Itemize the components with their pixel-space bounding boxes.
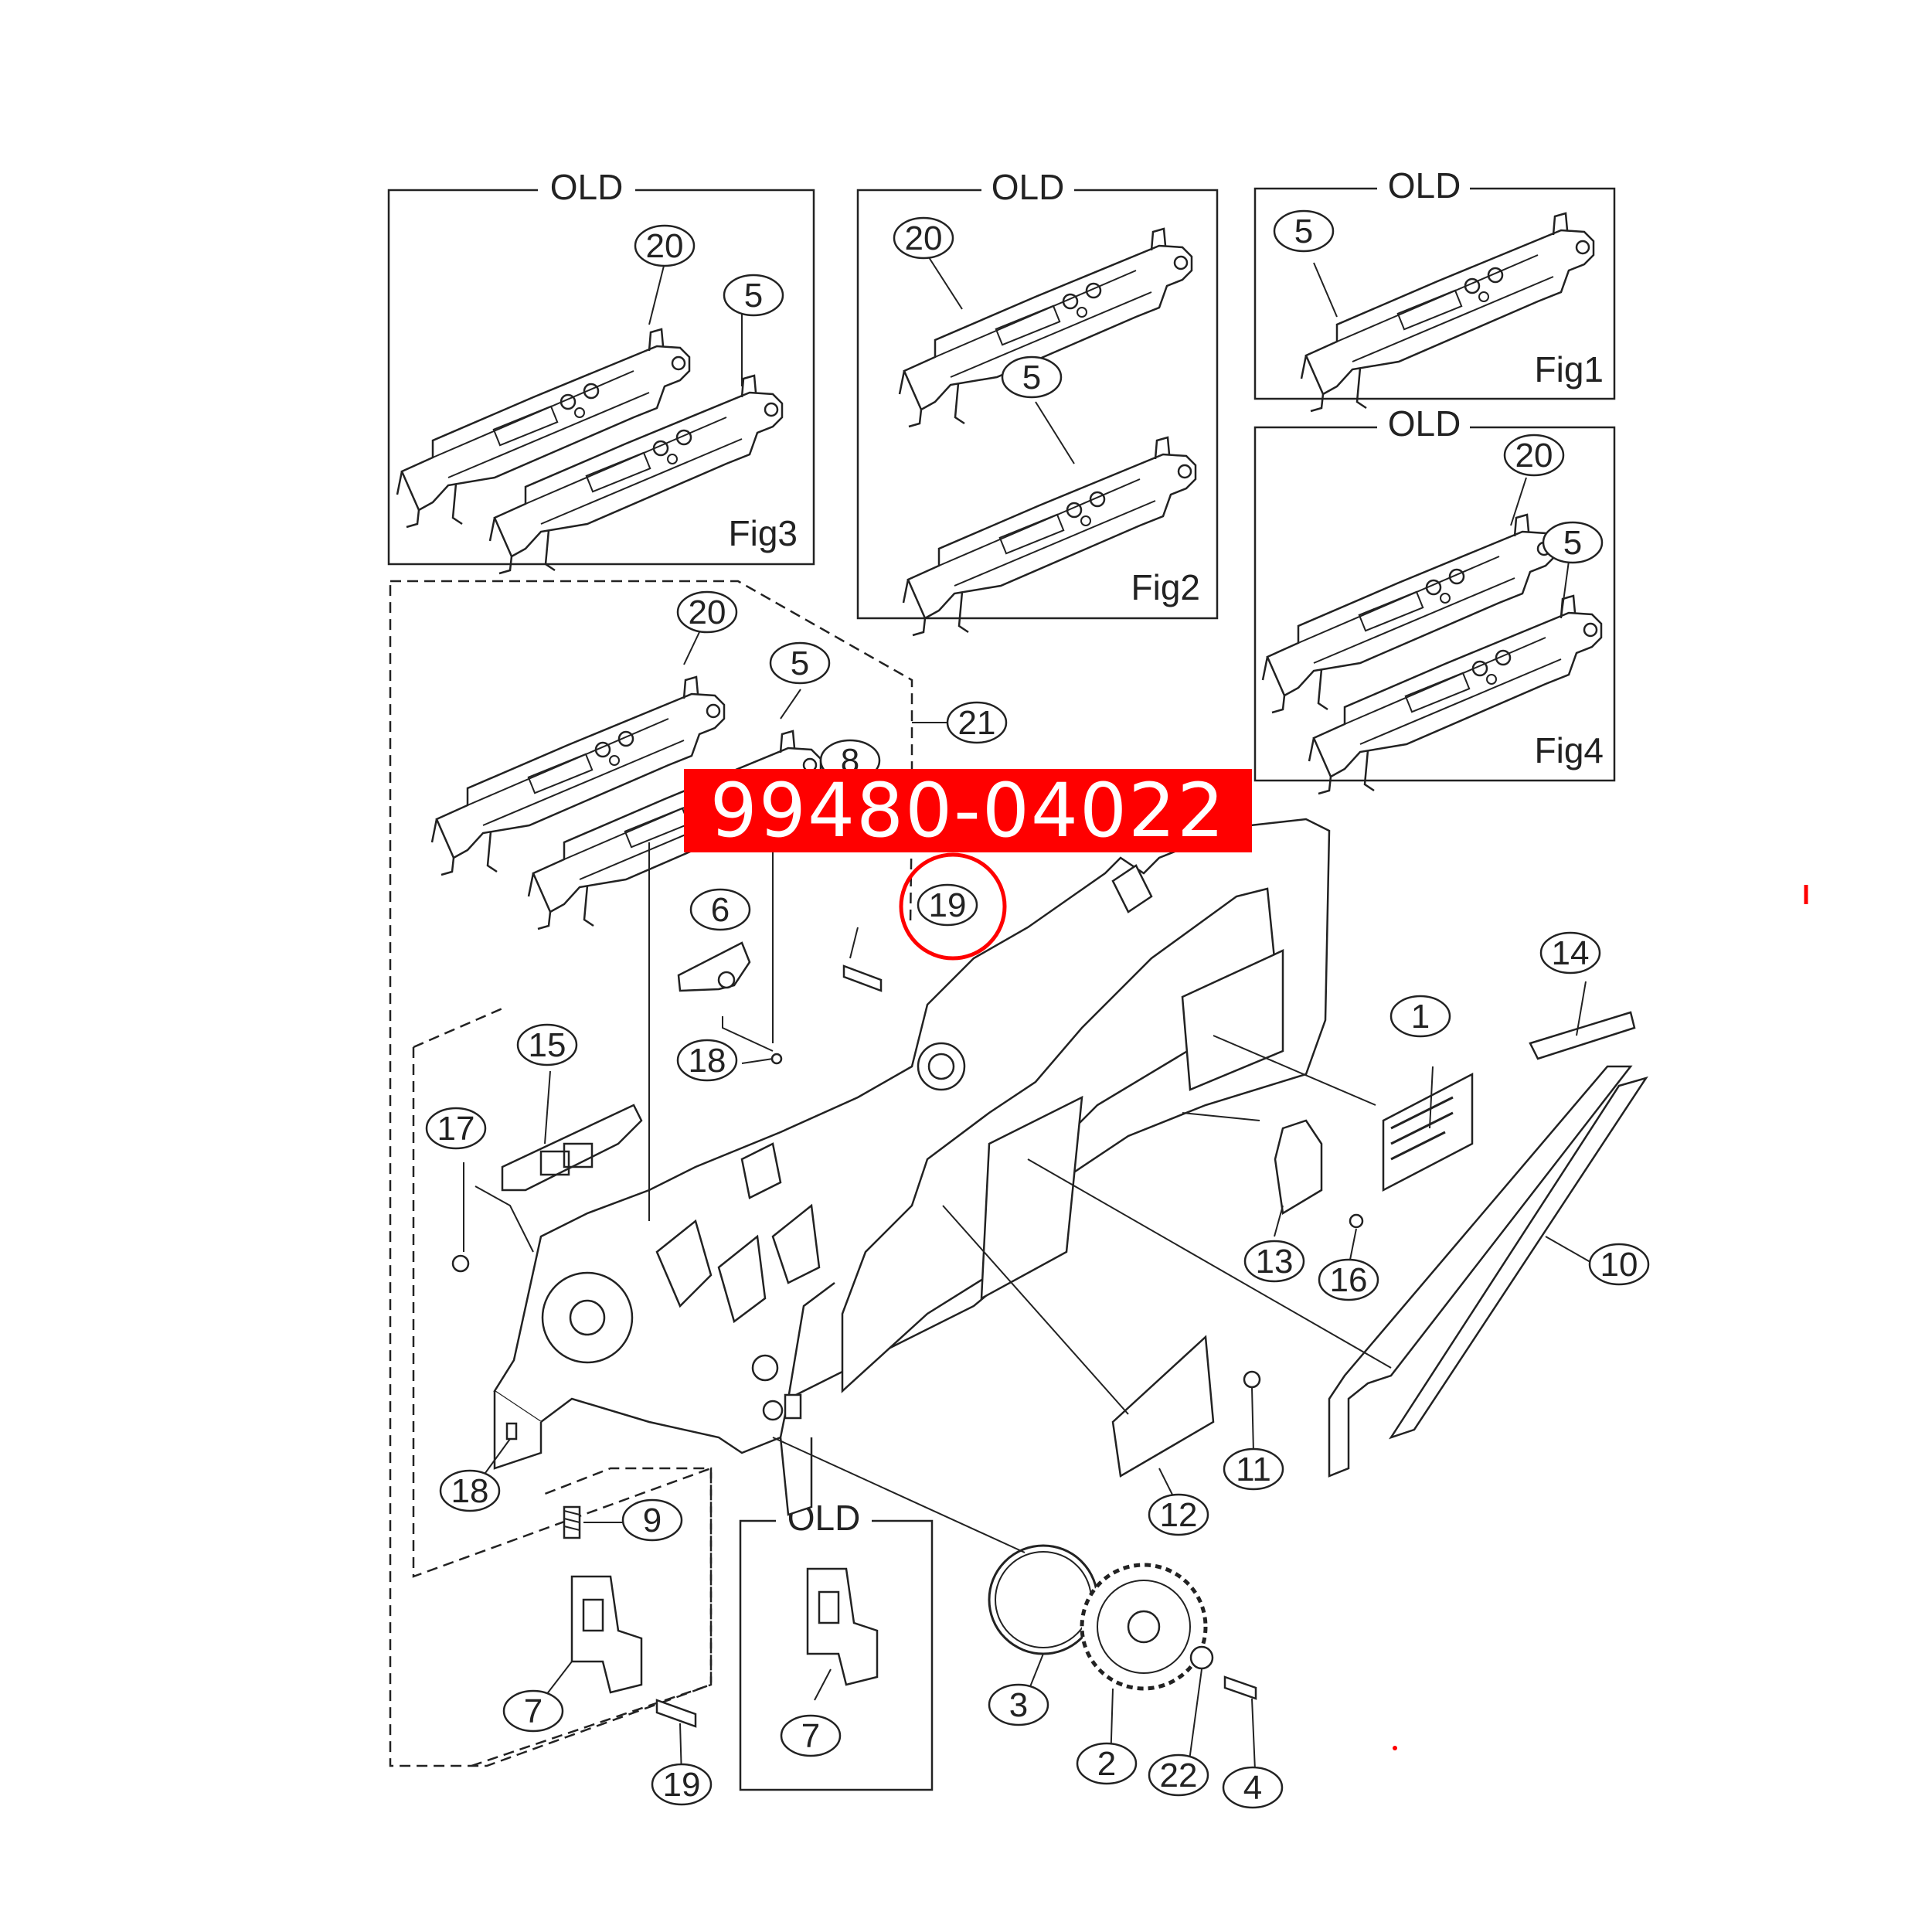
callout-20-kit: 20 [689, 594, 726, 631]
part-11-screw [1243, 1370, 1261, 1389]
callout-17: 17 [437, 1110, 475, 1148]
part-7-bracket-old [806, 1567, 879, 1686]
part-13-bracket [1274, 1119, 1323, 1216]
callout-5-fig2: 5 [1022, 359, 1041, 396]
part-19-pin-top [842, 964, 883, 992]
part-15-plate [501, 1104, 643, 1192]
part-18-setscrew-top [770, 1053, 783, 1065]
callout-18-top: 18 [689, 1042, 726, 1080]
callout-19-bottom: 19 [663, 1766, 701, 1804]
callout-11: 11 [1236, 1451, 1271, 1488]
callout-9: 9 [643, 1502, 662, 1539]
part-10-side-rail [1328, 1065, 1633, 1478]
callout-5-fig1: 5 [1294, 213, 1313, 250]
old-label-fig1: OLD [1388, 165, 1461, 206]
callout-4: 4 [1243, 1769, 1262, 1807]
fig4-label: Fig4 [1535, 730, 1604, 770]
part-12-cover [1111, 1335, 1215, 1478]
part-14-plate [1529, 1011, 1636, 1060]
callout-13: 13 [1256, 1243, 1294, 1281]
old-label-fig3: OLD [550, 167, 624, 207]
callout-5-fig4: 5 [1563, 524, 1582, 562]
callout-14: 14 [1552, 934, 1590, 972]
old-label-fig2: OLD [992, 167, 1065, 207]
part-number-banner: 99480-04022 [684, 769, 1252, 852]
feeder-body [493, 818, 1331, 1516]
callout-19-highlighted: 19 [929, 886, 967, 924]
callout-3: 3 [1009, 1686, 1028, 1724]
old-label-fig4: OLD [1388, 403, 1461, 444]
callout-12: 12 [1160, 1496, 1198, 1534]
callout-5-fig3: 5 [744, 277, 763, 315]
fig3-label: Fig3 [729, 513, 798, 553]
red-mark-bottom [1393, 1746, 1397, 1750]
part-17-screw [451, 1254, 470, 1273]
callout-5-kit: 5 [791, 645, 809, 682]
highlight-circle [899, 852, 1007, 961]
callout-2: 2 [1097, 1745, 1116, 1783]
part-7-bracket [570, 1575, 643, 1694]
callout-7-old: 7 [801, 1717, 820, 1755]
callout-7-kit: 7 [524, 1692, 543, 1730]
callout-10: 10 [1600, 1246, 1638, 1284]
callout-18-bottom: 18 [451, 1472, 489, 1510]
callout-20-fig3: 20 [646, 227, 684, 265]
callout-16: 16 [1330, 1261, 1368, 1299]
part-16-screw [1349, 1213, 1364, 1229]
callout-1: 1 [1411, 998, 1430, 1036]
part-1-label-plate [1382, 1072, 1474, 1192]
callout-20-fig2: 20 [905, 219, 943, 257]
part-number-text: 99480-04022 [709, 767, 1226, 854]
callout-15: 15 [529, 1026, 566, 1064]
part-22-washer [1189, 1645, 1214, 1670]
part-4-screw [1223, 1675, 1257, 1700]
part-19-pin-bottom [655, 1699, 697, 1728]
fig2-label: Fig2 [1131, 567, 1200, 607]
part-3-ring [988, 1544, 1099, 1655]
part-2-sprocket [1080, 1563, 1208, 1691]
part-18-setscrew-bottom [505, 1422, 518, 1440]
fig1-label: Fig1 [1535, 349, 1604, 389]
callout-22: 22 [1160, 1757, 1198, 1794]
old-box-7 [739, 1519, 934, 1791]
callout-20-fig4: 20 [1515, 437, 1553, 474]
callout-21: 21 [958, 704, 996, 742]
callout-6: 6 [711, 891, 730, 929]
part-6-lever [677, 941, 751, 992]
